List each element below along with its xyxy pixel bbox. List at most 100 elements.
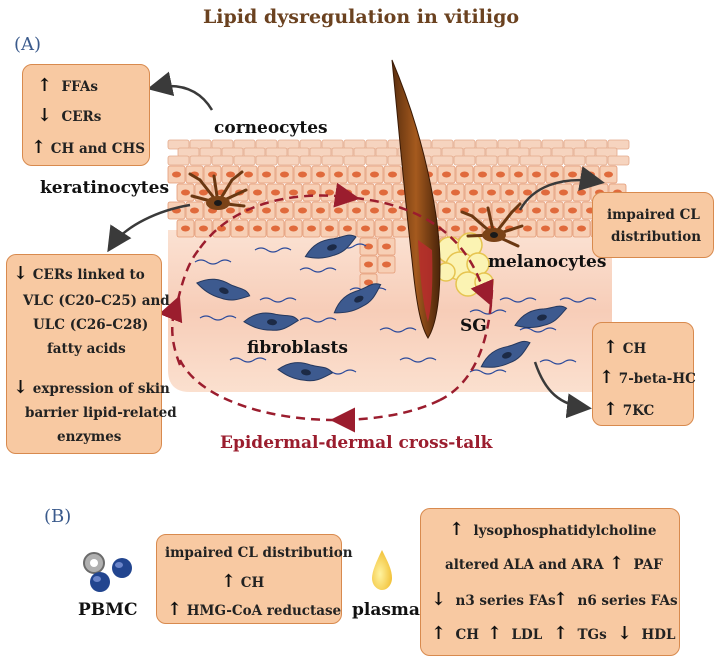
keratinocyte-nucleus [379,225,388,232]
collagen-fiber [194,259,232,265]
pbmc-cells [83,552,132,592]
down-arrow-icon [431,589,446,610]
keratinocyte-nucleus [289,189,298,196]
keratinocyte-nucleus [226,207,235,214]
keratinocyte-nucleus [550,171,559,178]
expression-text: expression of skin [32,381,170,397]
keratinocyte-nucleus [307,189,316,196]
keratinocyte-nucleus [388,171,397,178]
hdl-text: HDL [641,627,676,643]
corneocyte-cell [233,155,256,166]
up-arrow-icon [37,75,52,96]
collagen-fiber [299,317,337,323]
keratinocyte-nucleus [577,189,586,196]
keratinocyte-nucleus [289,225,298,232]
keratinocyte-nucleus [364,243,373,250]
n6-text: n6 series FAs [577,593,678,609]
collagen-fiber [519,327,557,333]
keratinocyte-nucleus [550,207,559,214]
keratinocyte-nucleus [334,171,343,178]
pbmc-label: PBMC [78,600,138,620]
keratinocyte-nucleus [496,207,505,214]
pbmc-impaired-line: impaired CL distribution [165,545,353,561]
vlc-line: VLC (C20–C25) and [23,293,170,309]
keratinocyte-nucleus [253,189,262,196]
crosstalk-cycle [158,182,494,433]
fibroblast-cell [304,234,357,259]
ffas-text: FFAs [61,79,98,95]
ch-text: CH [622,341,647,357]
corneocyte-cell [607,155,630,166]
ulc-line: ULC (C26–C28) [33,317,149,333]
keratinocyte-nucleus [382,261,391,268]
collagen-fiber [539,359,577,365]
keratinocyte-nucleus [352,207,361,214]
cers-item: CERs [37,105,101,126]
keratinocyte-nucleus [370,207,379,214]
collagen-fiber [469,309,507,315]
keratinocyte-nucleus [208,171,217,178]
n3-text: n3 series FAs [455,593,556,609]
keratinocyte-nucleus [352,171,361,178]
cers-text: CERs [61,109,102,125]
corneocyte-cell [299,155,322,166]
keratinocyte-nucleus [235,225,244,232]
keratinocyte-nucleus [298,207,307,214]
distribution-line: distribution [611,229,702,245]
down-arrow-icon [37,105,52,126]
down-arrow-icon [13,377,28,398]
fibroblasts-lipid-box: CH 7-beta-HC 7KC [592,322,696,426]
up-arrow-icon [167,599,182,620]
keratinocyte-nucleus [451,189,460,196]
7bhc-text: 7-beta-HC [618,371,696,387]
keratinocyte-nucleus [262,171,271,178]
fibroblast-cell [480,340,531,368]
keratinocyte-nucleus [478,207,487,214]
keratinocyte-nucleus [280,171,289,178]
keratinocyte-nucleus [361,225,370,232]
fibroblast-cell [243,312,299,331]
tgs-line: TGs [553,623,607,644]
enzymes-line: enzymes [57,429,122,445]
keratinocytes-label: keratinocytes [40,178,170,198]
keratinocyte-nucleus [532,171,541,178]
pbmc-lipid-box: impaired CL distribution CH HMG-CoA redu… [156,534,353,624]
corneocyte-cell [585,155,608,166]
n6-line: n6 series FAs [553,589,678,610]
corneocyte-cell [365,155,388,166]
melanocytes-label: melanocytes [488,252,607,272]
collagen-fiber [299,267,337,273]
keratinocyte-nucleus [523,225,532,232]
keratinocyte-nucleus [397,189,406,196]
pbmc-hmg-line: HMG-CoA reductase [167,599,341,620]
fibroblast-cells [196,234,568,382]
fatty-acids-line: fatty acids [47,341,126,357]
collagen-fiber [229,357,267,363]
n3-line: n3 series FAs [431,589,556,610]
ldl-line: LDL [487,623,542,644]
impaired-cl-line: impaired CL [607,207,700,223]
panel-a-label: (A) [14,34,42,55]
keratinocyte-nucleus [568,171,577,178]
keratinocyte-nucleus [253,225,262,232]
tgs-text: TGs [577,627,607,643]
hair-follicle [391,59,441,339]
sebaceous-gland-label: SG [460,316,487,336]
keratinocyte-nucleus [217,225,226,232]
keratinocyte-nucleus [343,189,352,196]
up-arrow-icon [603,337,618,358]
corneocyte-cell [607,139,630,150]
corneocyte-cell [321,155,344,166]
corneocyte-cell [189,155,212,166]
up-arrow-icon [487,623,502,644]
lyso-text: lysophosphatidylcholine [473,523,657,539]
barrier-line: barrier lipid-related [25,405,177,421]
corneocyte-cell [475,155,498,166]
keratinocyte-nucleus [280,207,289,214]
collagen-fiber [559,297,597,303]
paf-line: PAF [609,553,663,574]
figure-title: Lipid dysregulation in vitiligo [202,6,520,28]
hdl-line: HDL [617,623,675,644]
ffas-item: FFAs [37,75,98,96]
